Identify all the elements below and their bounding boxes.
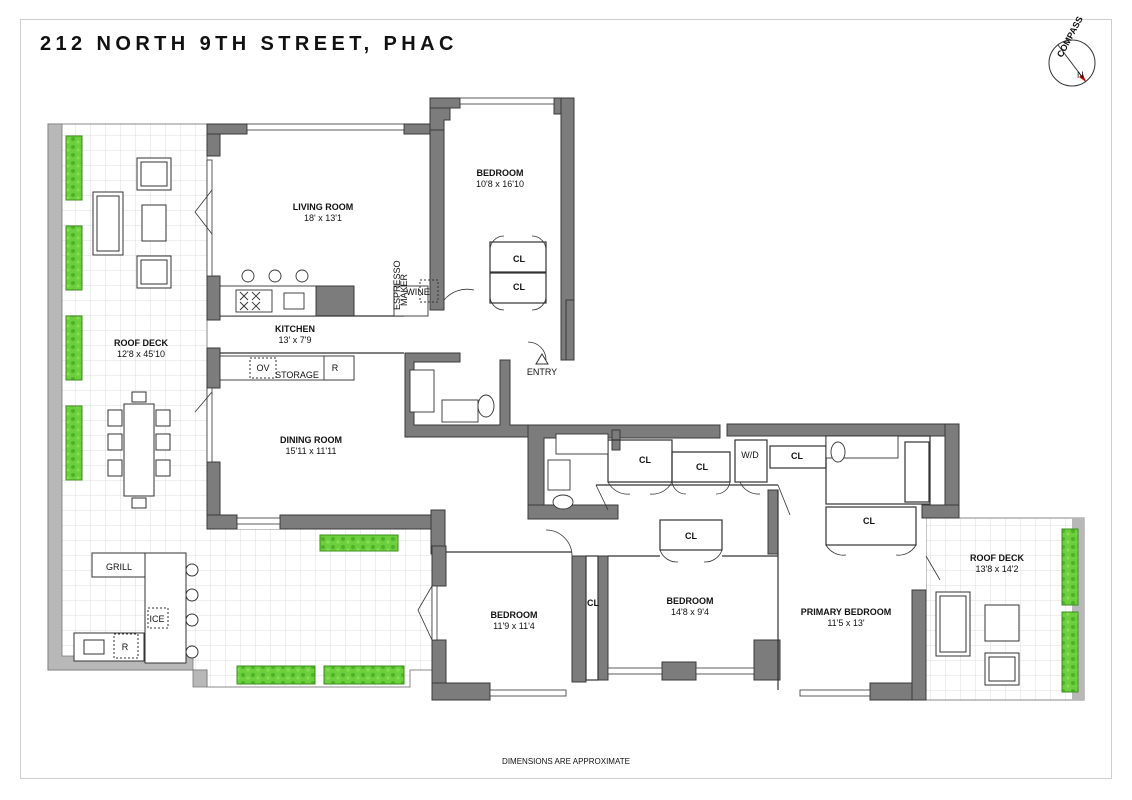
room-name-bedroom-mid: BEDROOM: [667, 596, 714, 606]
room-dims-living: 18' x 13'1: [304, 213, 342, 223]
storage-label: STORAGE: [275, 370, 319, 380]
room-dims-dining: 15'11 x 11'11: [286, 446, 337, 456]
footer-note: DIMENSIONS ARE APPROXIMATE: [502, 757, 630, 766]
room-name-kitchen: KITCHEN: [275, 324, 315, 334]
outdoor-fridge-label: R: [122, 642, 129, 652]
ice-box: [147, 607, 169, 629]
room-dims-bedroom-left: 11'9 x 11'4: [493, 621, 535, 631]
espresso-label: ESPRESSO: [392, 260, 402, 310]
room-name-bedroom-left: BEDROOM: [491, 610, 538, 620]
room-name-roof-deck-right: ROOF DECK: [970, 553, 1025, 563]
grill-label: GRILL: [106, 562, 132, 572]
deck-furniture: [73, 157, 1020, 686]
oven-label: OV: [256, 363, 269, 373]
outdoor-fridge: [113, 633, 139, 659]
washer-dryer-label: W/D: [741, 450, 759, 460]
room-name-roof-deck-left: ROOF DECK: [114, 338, 169, 348]
closet-label: CL: [685, 531, 697, 541]
espresso-label-2: MAKER: [399, 273, 409, 306]
kitchen-fixtures: [219, 269, 899, 510]
room-dims-roof-deck-right: 13'8 x 14'2: [976, 564, 1019, 574]
planters-left: [65, 135, 1079, 693]
windows: [206, 97, 871, 697]
room-dims-bedroom-mid: 14'8 x 9'4: [671, 607, 709, 617]
closet-label: CL: [791, 451, 803, 461]
entry-icon: [535, 353, 549, 365]
closet-label: CL: [863, 516, 875, 526]
closet-label: CL: [587, 598, 599, 608]
entry-label: ENTRY: [527, 367, 557, 377]
walls: [206, 97, 960, 701]
page-frame: [20, 19, 1112, 779]
ice-label: ICE: [149, 614, 164, 624]
room-name-living: LIVING ROOM: [293, 202, 354, 212]
page-title: 212 NORTH 9TH STREET, PHAC: [40, 33, 458, 55]
closet-label: CL: [513, 254, 525, 264]
room-dims-primary: 11'5 x 13': [827, 618, 865, 628]
doors: [194, 189, 941, 641]
closet-label: CL: [513, 282, 525, 292]
room-name-dining: DINING ROOM: [280, 435, 342, 445]
closet-label: CL: [639, 455, 651, 465]
wine-label: WINE: [406, 287, 430, 297]
room-dims-roof-deck-left: 12'8 x 45'10: [117, 349, 165, 359]
wine-fridge: [419, 279, 439, 303]
room-dims-kitchen: 13' x 7'9: [279, 335, 312, 345]
room-name-primary: PRIMARY BEDROOM: [801, 607, 892, 617]
oven: [249, 357, 277, 379]
closet-label: CL: [696, 462, 708, 472]
room-dims-bedroom-top: 10'8 x 16'10: [476, 179, 524, 189]
compass-icon: [1048, 39, 1096, 87]
fridge-label: R: [332, 363, 339, 373]
room-name-bedroom-top: BEDROOM: [477, 168, 524, 178]
compass-north: N: [1077, 70, 1084, 80]
